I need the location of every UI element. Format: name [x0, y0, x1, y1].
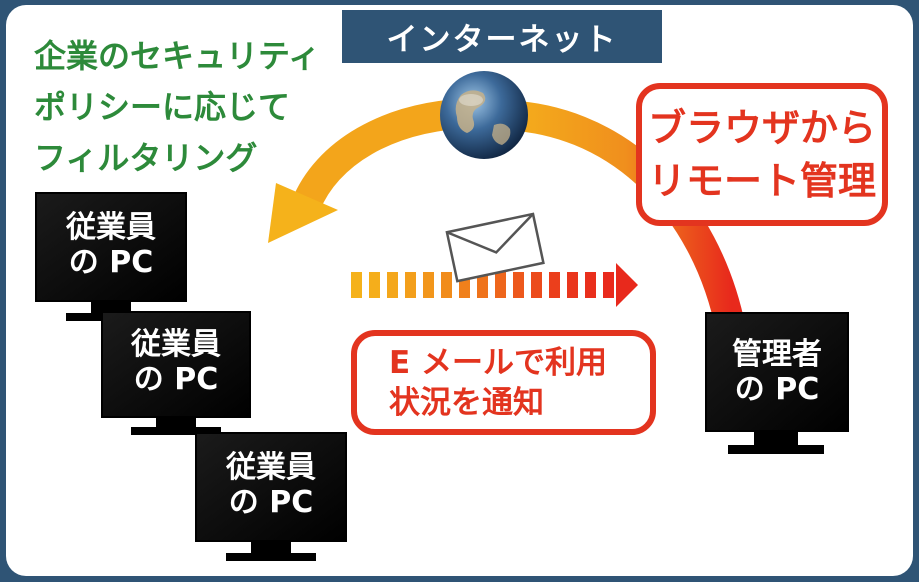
admin-pc-monitor [705, 312, 849, 454]
employee-pc-label: 従業員 の PC [131, 327, 221, 397]
employee-pc-2-monitor [101, 311, 251, 435]
diagram-frame: インターネット 企業のセキュリティ ポリシーに応じて フィルタリング ブラウザか… [6, 5, 913, 576]
diagram-graphics [35, 71, 849, 561]
internet-tab-title: インターネット [342, 10, 662, 63]
remote-management-callout: ブラウザから リモート管理 [636, 83, 888, 226]
employee-pc-3-monitor [195, 432, 347, 561]
envelope-icon [445, 212, 545, 283]
employee-pc-label: 従業員 の PC [66, 210, 156, 280]
employee-pc-1-monitor [35, 192, 187, 321]
dashed-arrow-icon [351, 263, 638, 307]
email-notification-callout: E メールで利用 状況を通知 [351, 330, 656, 435]
employee-pc-label: 従業員 の PC [226, 450, 316, 520]
admin-pc-label: 管理者 の PC [732, 337, 822, 407]
globe-icon [440, 71, 528, 159]
policy-filtering-text: 企業のセキュリティ ポリシーに応じて フィルタリング [34, 37, 321, 177]
